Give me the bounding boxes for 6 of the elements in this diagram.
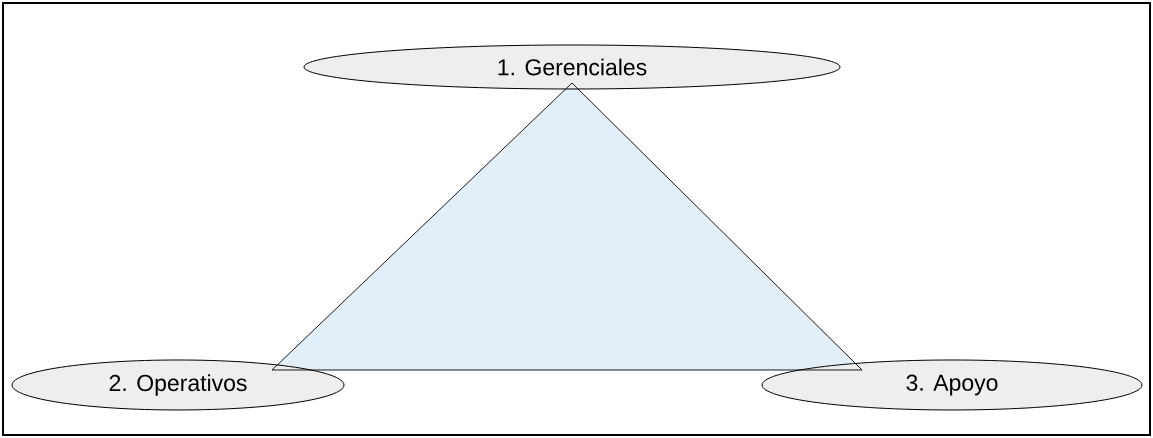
- ellipse-node: 3. Apoyo: [761, 359, 1143, 411]
- ellipse-node: 2. Operativos: [11, 359, 345, 411]
- line: [271, 369, 863, 371]
- line: [571, 82, 863, 371]
- ellipse-node: 1. Gerenciales: [303, 44, 841, 90]
- line: [271, 82, 573, 371]
